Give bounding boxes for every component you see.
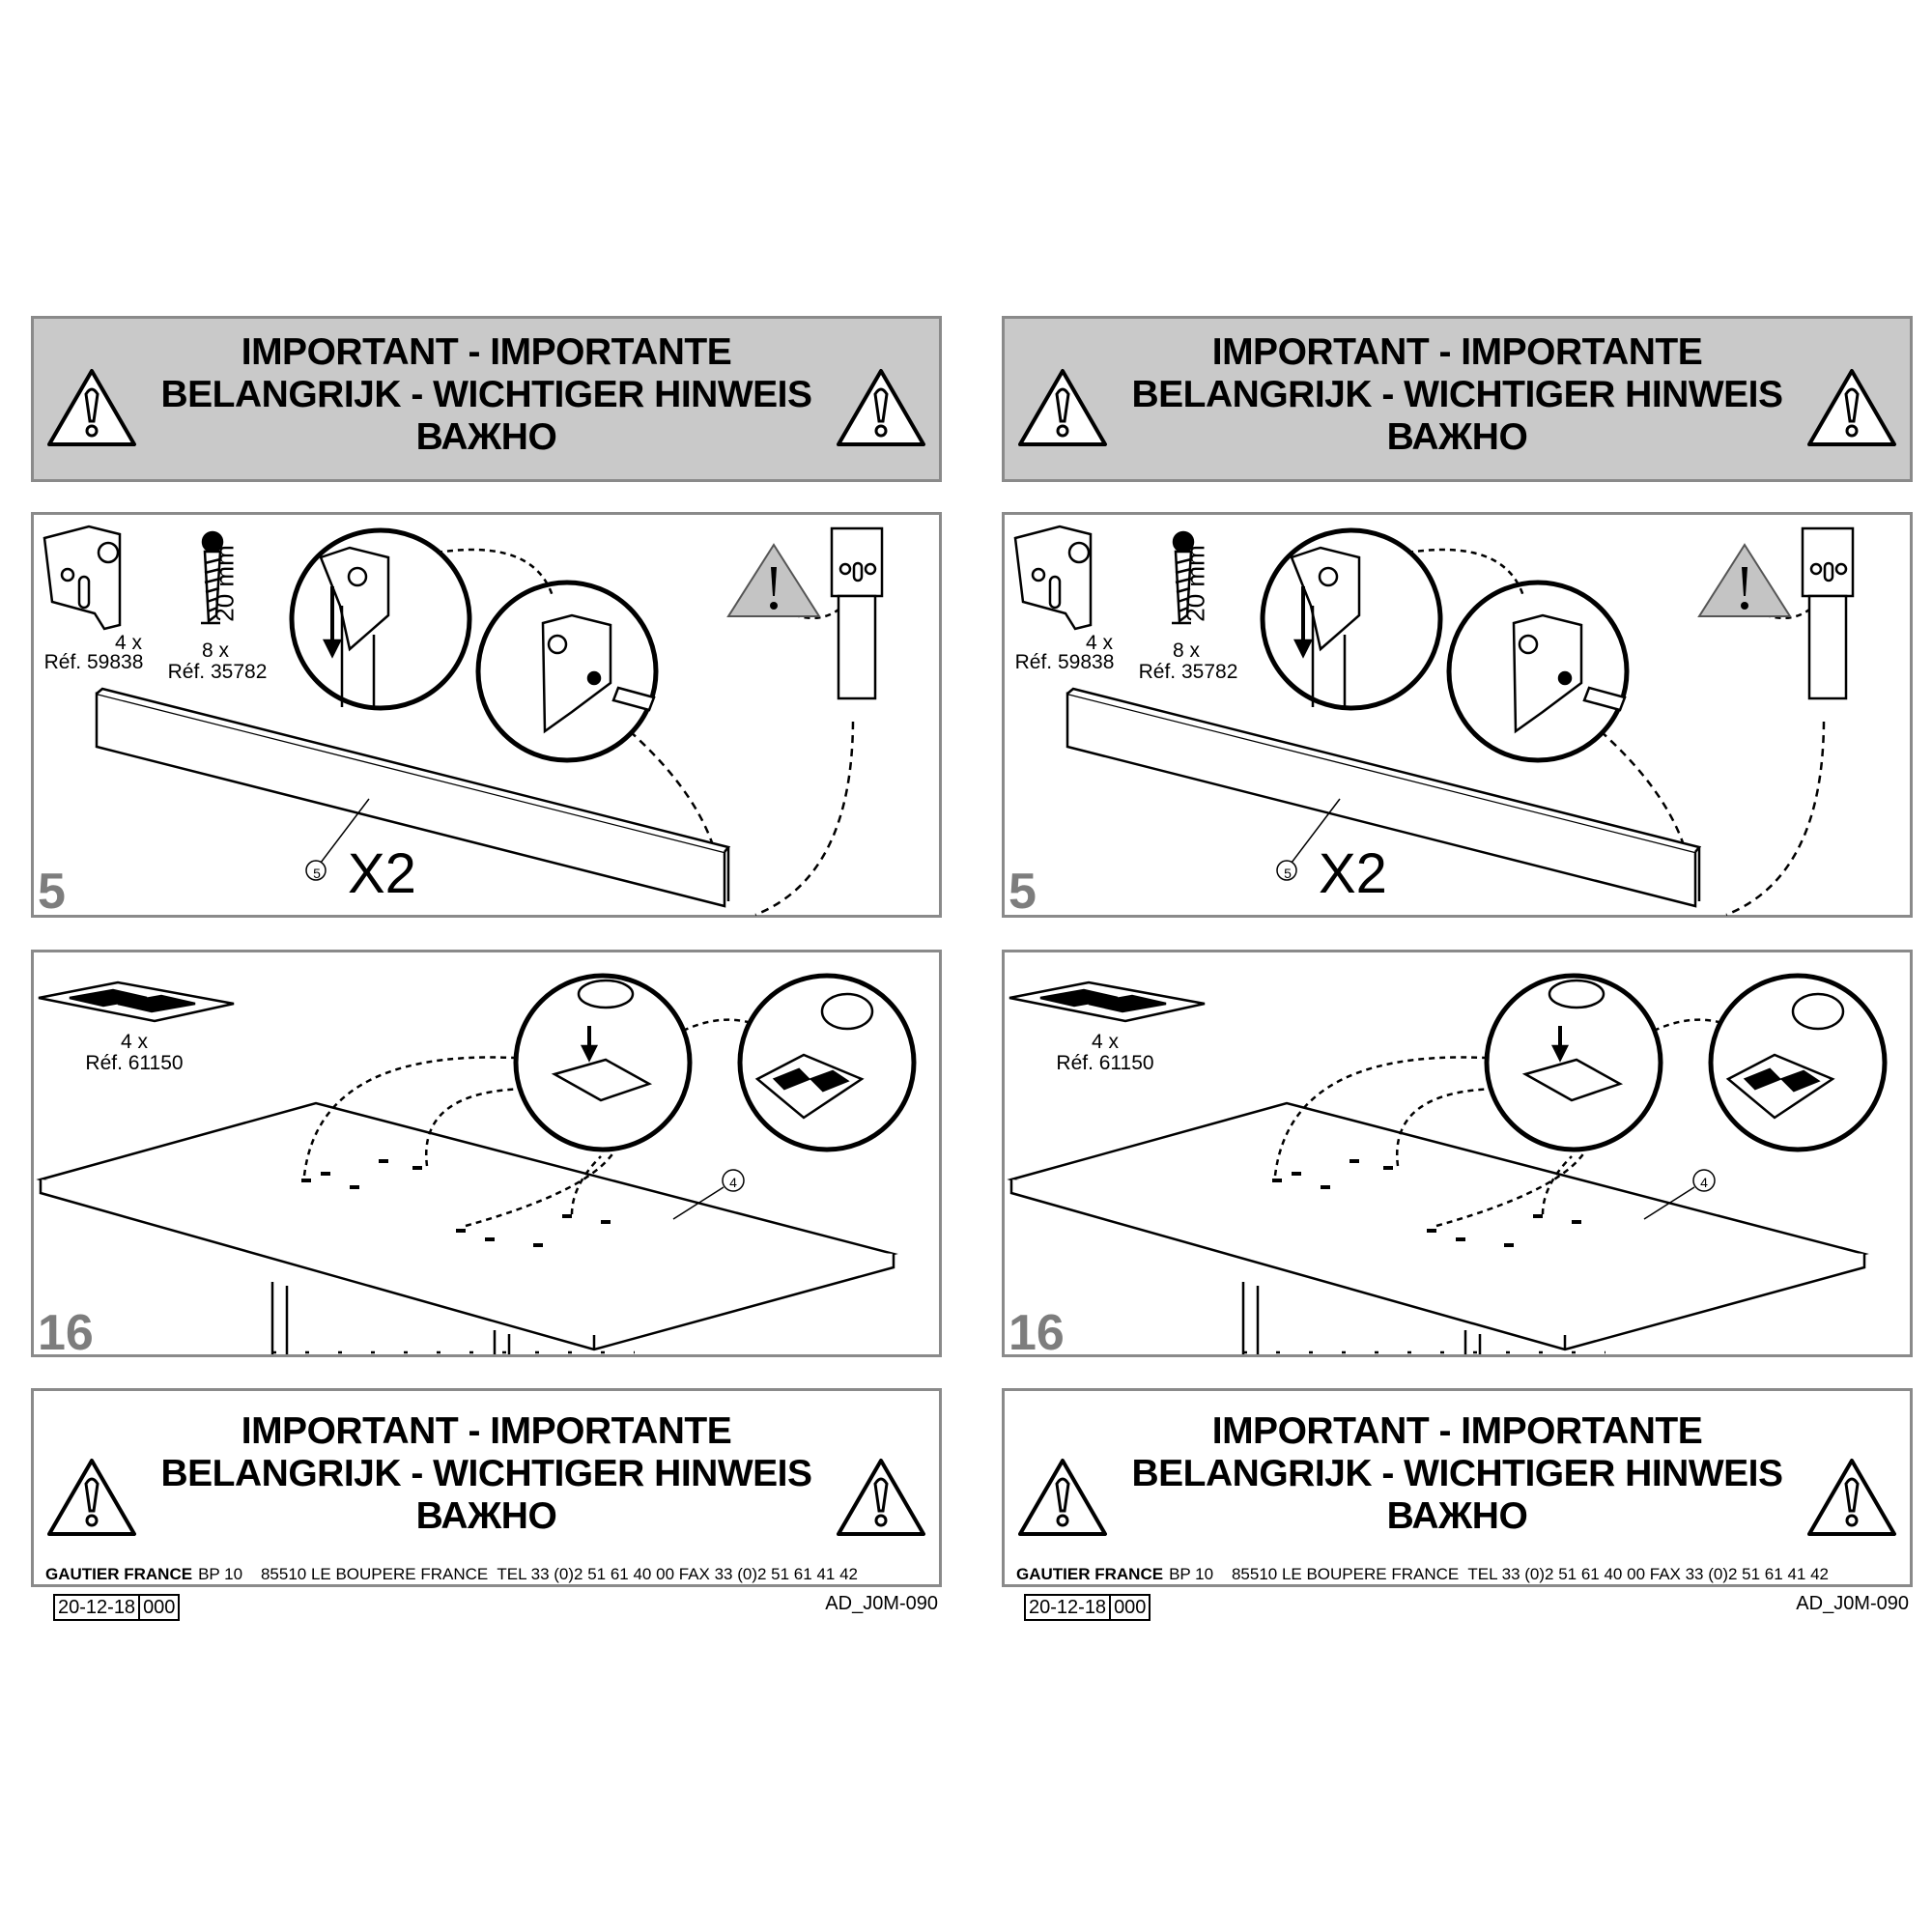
footer-title-line: ВАЖНО [415,1495,557,1537]
warning-triangle-icon [1018,369,1107,446]
screw-icon [1172,530,1195,625]
felt-pad-icon [1009,980,1206,1023]
step-number: 16 [1009,1305,1065,1361]
print-date: 20-12-18 [1029,1597,1107,1618]
warning-triangle-icon [1807,1459,1896,1536]
step-number: 5 [38,864,66,920]
pad-reference: Réf. 61150 [1056,1052,1154,1074]
date-revision-box: 20-12-18 000 [53,1594,181,1621]
bracket-quantity: 4 x [114,632,143,654]
footer-title-line: BELANGRIJK - WICHTIGER HINWEIS [1131,1453,1784,1494]
company-address: GAUTIER FRANCE BP 10 85510 LE BOUPERE FR… [1016,1565,1902,1584]
warning-triangle-icon [1018,1459,1107,1536]
screw-quantity: 8 x [201,639,230,662]
bracket-icon [43,525,122,631]
footer-title-line: BELANGRIJK - WICHTIGER HINWEIS [160,1453,813,1494]
step-16-panel: 4 x Réf. 61150 4 16 [31,950,942,1361]
screw-length: 20 mm [1180,545,1210,622]
important-footer: IMPORTANT - IMPORTANTE BELANGRIJK - WICH… [1002,1388,1913,1587]
warning-triangle-icon [837,1459,925,1536]
revision-number: 000 [1109,1596,1149,1619]
quantity-multiplier: X2 [348,842,416,905]
warning-triangle-icon [1807,369,1896,446]
bracket-reference: Réf. 59838 [1014,651,1115,673]
company-address: GAUTIER FRANCE BP 10 85510 LE BOUPERE FR… [45,1565,931,1584]
screw-quantity: 8 x [1172,639,1201,662]
document-code: AD_J0M-090 [825,1593,938,1614]
part-number-circle [305,860,327,881]
warning-triangle-icon [47,1459,136,1536]
screw-reference: Réf. 35782 [1138,661,1238,683]
date-revision-box: 20-12-18 000 [1024,1594,1151,1621]
document-code: AD_J0M-090 [1796,1593,1909,1614]
important-header: IMPORTANT - IMPORTANTE BELANGRIJK - WICH… [31,316,942,482]
revision-number: 000 [138,1596,178,1619]
footer-title-line: IMPORTANT - IMPORTANTE [1211,1410,1703,1452]
quantity-multiplier: X2 [1319,842,1387,905]
step-5-panel: 4 x Réf. 59838 20 mm 8 x Réf. 35782 5 X2… [31,512,942,918]
header-title-line: BELANGRIJK - WICHTIGER HINWEIS [1131,374,1784,415]
step-16-illustration [1007,973,1888,1354]
company-name: GAUTIER FRANCE [45,1565,193,1583]
step-number: 16 [38,1305,94,1361]
instruction-page-right: IMPORTANT - IMPORTANTE BELANGRIJK - WICH… [1002,316,1913,1630]
screw-reference: Réf. 35782 [167,661,268,683]
screw-icon [201,530,224,625]
instruction-page-left: IMPORTANT - IMPORTANTE BELANGRIJK - WICH… [31,316,942,1630]
header-title-line: BELANGRIJK - WICHTIGER HINWEIS [160,374,813,415]
part-number-circle [1276,860,1297,881]
company-name: GAUTIER FRANCE [1016,1565,1164,1583]
step-5-illustration [43,525,884,917]
important-header: IMPORTANT - IMPORTANTE BELANGRIJK - WICH… [1002,316,1913,482]
address-text: BP 10 85510 LE BOUPERE FRANCE TEL 33 (0)… [198,1565,858,1583]
warning-triangle-icon [837,369,925,446]
footer-title-line: IMPORTANT - IMPORTANTE [241,1410,732,1452]
felt-pad-icon [38,980,235,1023]
part-number-circle [1692,1169,1716,1192]
step-5-panel: 4 x Réf. 59838 20 mm 8 x Réf. 35782 5 X2… [1002,512,1913,918]
header-title-line: ВАЖНО [1386,416,1528,458]
pad-reference: Réf. 61150 [85,1052,184,1074]
part-number-circle [722,1169,745,1192]
pad-quantity: 4 x [120,1031,149,1053]
part-number-label: 4 [729,1175,737,1190]
step-5-illustration [1013,525,1855,917]
panel-5-bar [1065,692,1697,908]
header-title-line: IMPORTANT - IMPORTANTE [241,331,732,373]
pad-quantity: 4 x [1091,1031,1120,1053]
header-title-line: ВАЖНО [415,416,557,458]
part-number-label: 5 [313,866,321,881]
screw-length: 20 mm [210,545,240,622]
print-date: 20-12-18 [58,1597,136,1618]
bracket-reference: Réf. 59838 [43,651,144,673]
step-number: 5 [1009,864,1037,920]
step-16-panel: 4 x Réf. 61150 4 16 [1002,950,1913,1361]
footer-title-line: ВАЖНО [1386,1495,1528,1537]
part-number-label: 4 [1700,1175,1708,1190]
header-title-line: IMPORTANT - IMPORTANTE [1211,331,1703,373]
panel-5-bar [95,692,726,908]
bracket-quantity: 4 x [1085,632,1114,654]
bracket-icon [1013,525,1093,631]
important-footer: IMPORTANT - IMPORTANTE BELANGRIJK - WICH… [31,1388,942,1587]
address-text: BP 10 85510 LE BOUPERE FRANCE TEL 33 (0)… [1169,1565,1829,1583]
part-number-label: 5 [1284,866,1292,881]
step-16-illustration [36,973,917,1354]
warning-triangle-icon [47,369,136,446]
